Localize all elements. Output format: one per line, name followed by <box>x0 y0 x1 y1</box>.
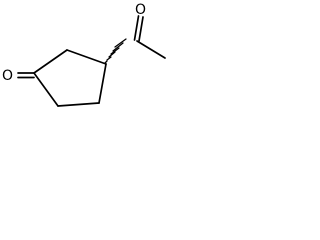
hash-6 <box>114 38 127 48</box>
acetyl-oxygen-label: O <box>135 2 146 18</box>
hash-2 <box>106 56 112 61</box>
hash-5 <box>112 42 124 52</box>
acetyl-carbonyl-line-2 <box>133 15 140 41</box>
ring-bond-c3-c4 <box>98 63 107 104</box>
stereo-hashed-wedge-bond <box>104 38 127 64</box>
acetyl-methyl-bond <box>136 40 166 59</box>
ring-bond-c4-c5 <box>57 102 100 107</box>
acetyl-carbonyl-double-bond <box>133 15 144 42</box>
ring-carbonyl-double-bond <box>17 72 35 79</box>
acetyl-carbonyl-line-1 <box>138 16 144 42</box>
ring-bond-c1-c2 <box>33 49 68 74</box>
cyclopentane-ring <box>33 49 107 107</box>
structure-diagram: O O <box>2 2 166 107</box>
ring-bond-c2-c3 <box>66 49 107 65</box>
hash-3 <box>108 51 116 58</box>
hash-4 <box>110 47 120 55</box>
ring-bond-c5-c1 <box>33 72 59 107</box>
hash-1 <box>104 60 108 64</box>
ring-oxygen-label: O <box>2 68 13 84</box>
